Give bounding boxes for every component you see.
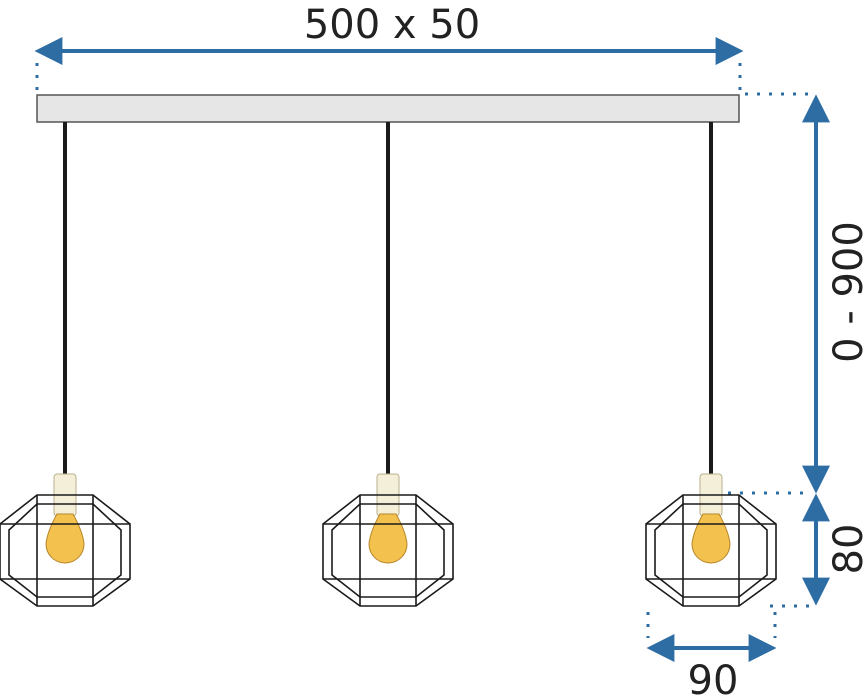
bulb bbox=[691, 513, 731, 564]
shade-height-label: 80 bbox=[826, 524, 867, 575]
width-dimension-label: 500 x 50 bbox=[304, 2, 480, 48]
ceiling-canopy bbox=[36, 94, 740, 123]
wire-cage-shade bbox=[0, 494, 131, 607]
drop-dimension-label: 0 - 900 bbox=[826, 221, 867, 363]
wire-cage-shade bbox=[322, 494, 454, 607]
wire-cage-shade bbox=[645, 494, 777, 607]
shade-width-label: 90 bbox=[688, 658, 739, 699]
pendant-right bbox=[645, 122, 777, 607]
pendant-center bbox=[322, 122, 454, 607]
bulb bbox=[368, 513, 408, 564]
pendant-left bbox=[0, 122, 131, 607]
bulb bbox=[45, 513, 85, 564]
